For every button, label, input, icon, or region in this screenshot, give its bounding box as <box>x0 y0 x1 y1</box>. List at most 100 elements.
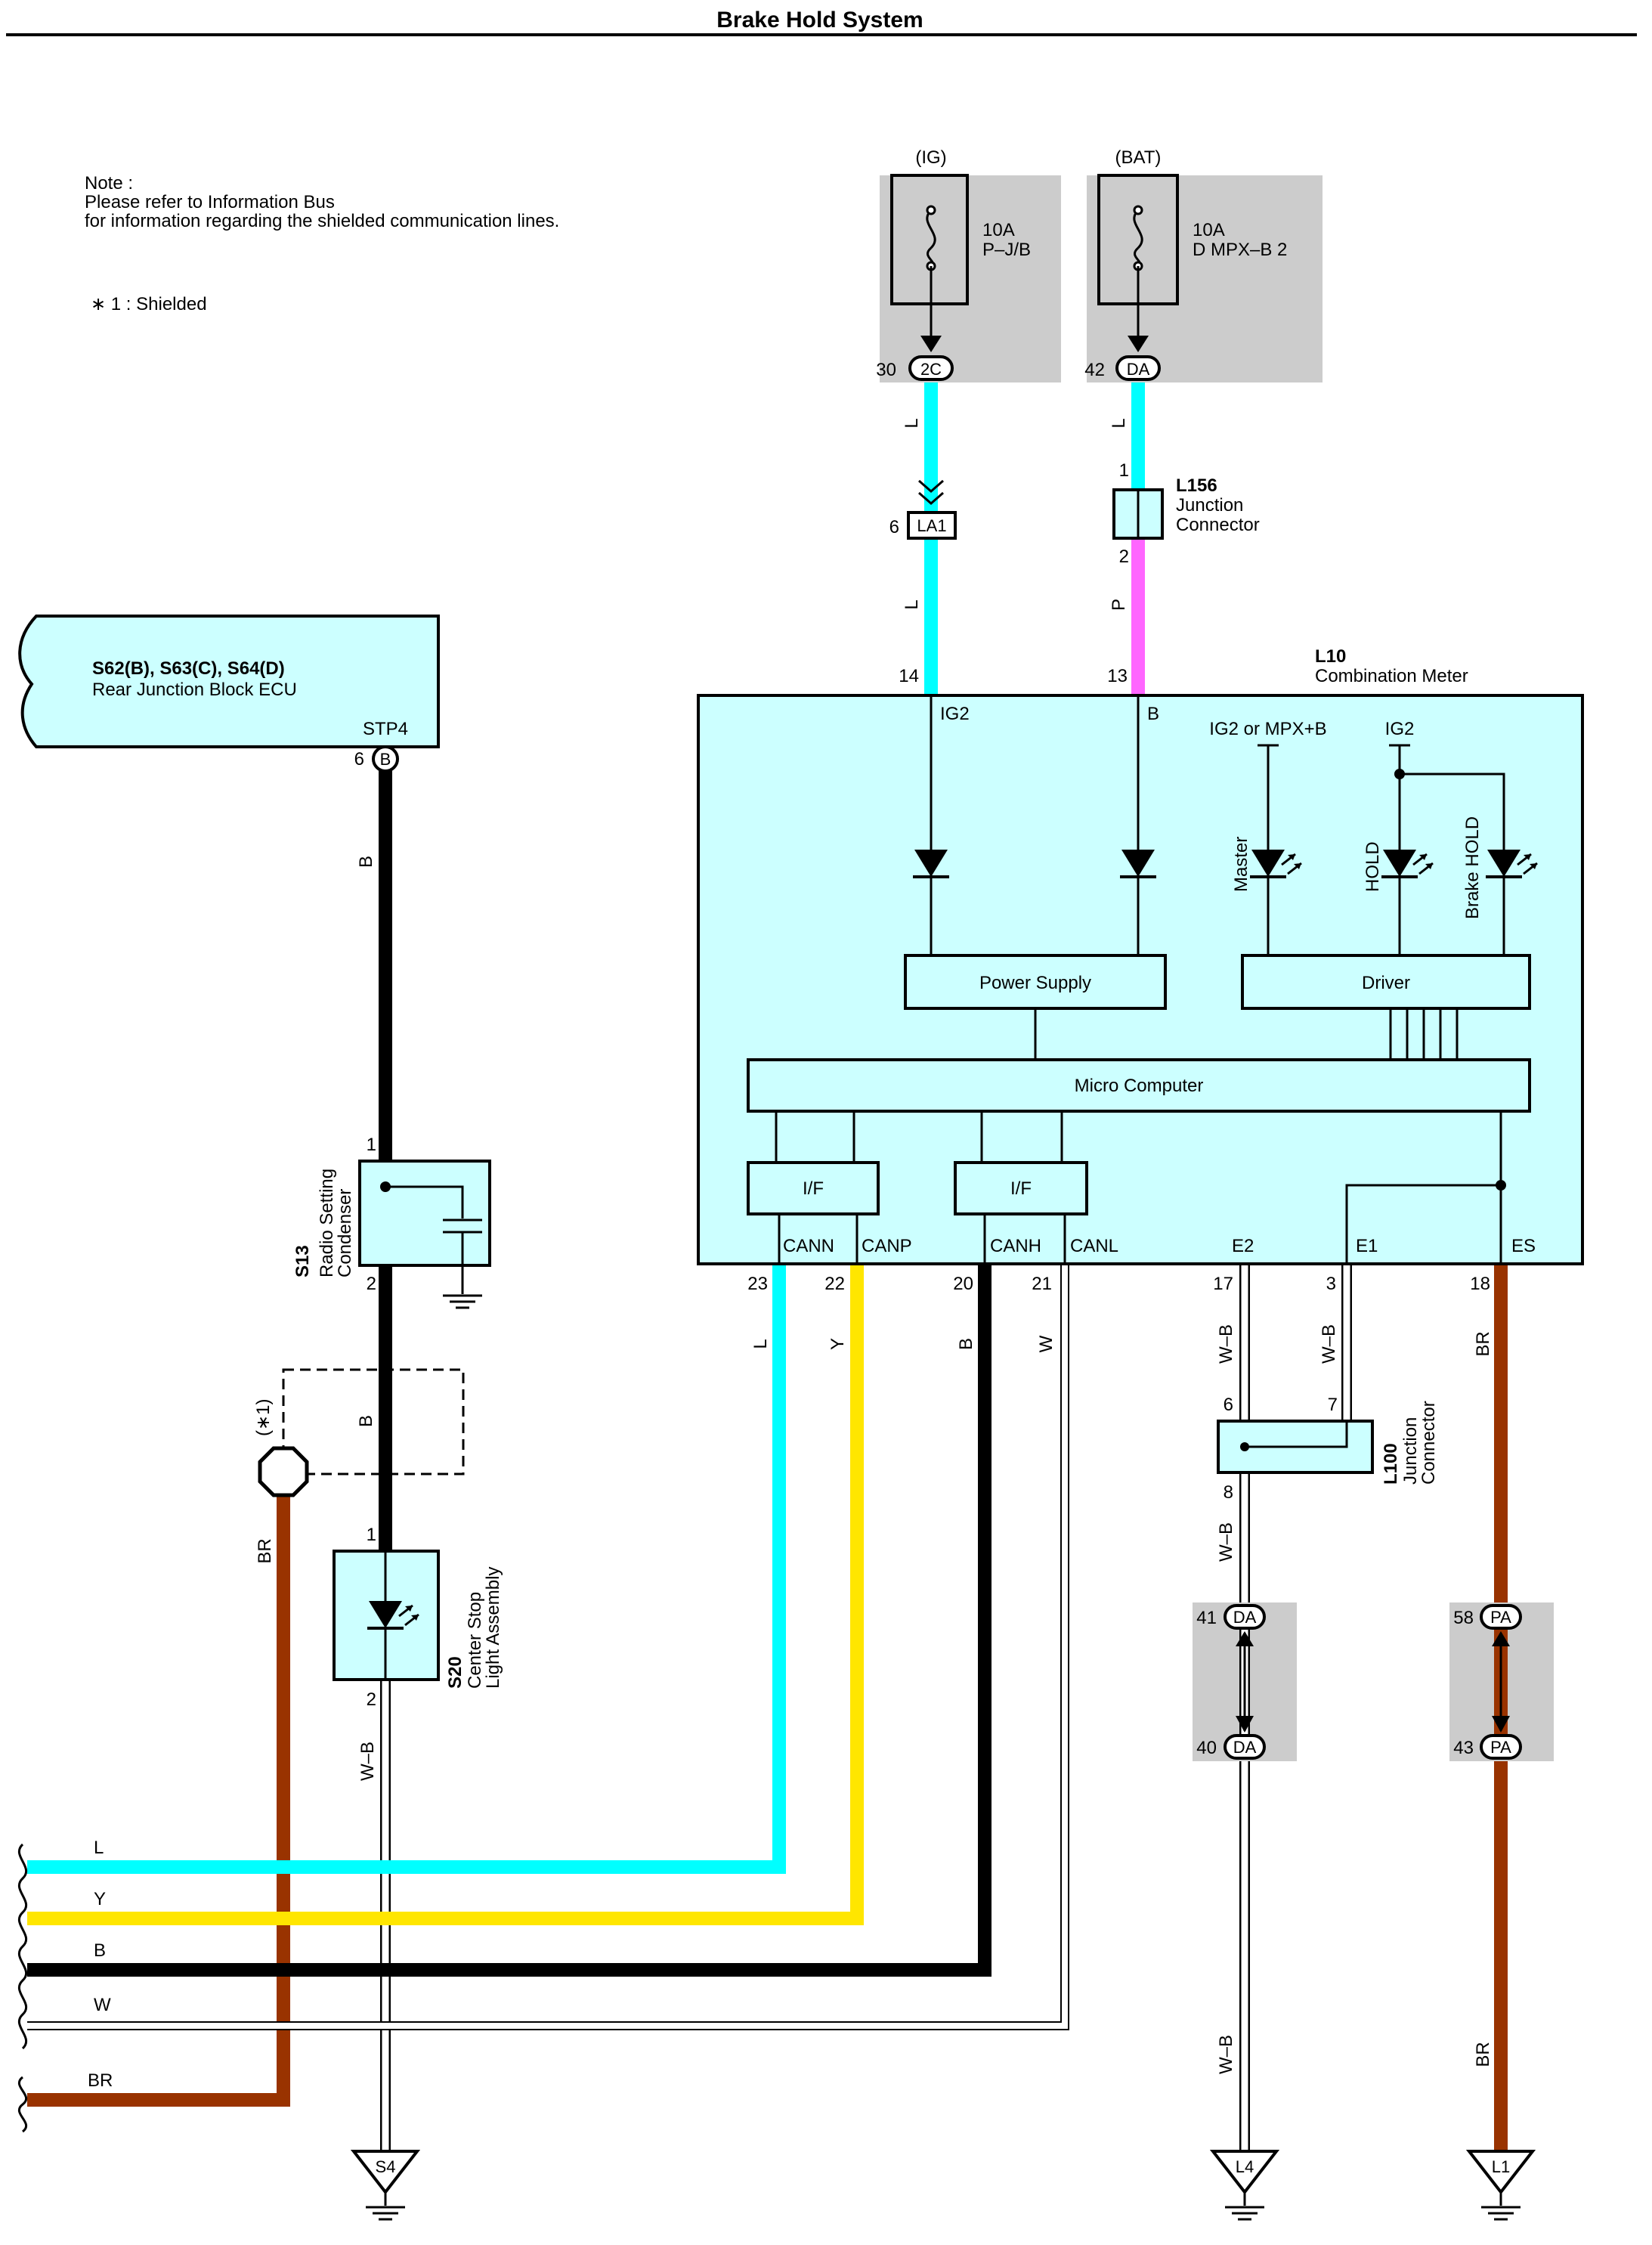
l100-pin-c: 8 <box>1224 1482 1233 1503</box>
meter-pin-b: 13 <box>1107 666 1128 686</box>
ground-l4-icon <box>1209 2150 1280 2195</box>
fuse-bat-panel <box>1087 175 1323 382</box>
s13-pin-top: 1 <box>367 1135 376 1155</box>
meter-led-hold-label: HOLD <box>1363 841 1383 892</box>
note-line-1: Please refer to Information Bus <box>85 192 335 212</box>
bus-label-b: B <box>94 1940 106 1961</box>
fuse-ig-rating: 10A <box>982 220 1015 240</box>
fuse-ig-connector <box>908 355 954 381</box>
junction-connector-l100: 6 7 8 L100 Junction Connector <box>1217 1395 1439 1503</box>
wire-label-cann-l: L <box>750 1339 771 1349</box>
junction-connector-l156: 1 2 L156 Junction Connector <box>1112 460 1260 567</box>
meter-pin-e2: 17 <box>1213 1274 1233 1294</box>
ground-l4: L4 <box>1209 2150 1280 2221</box>
fuse-ig-connector-label: 2C <box>920 360 942 379</box>
s13-line-1: Radio Setting <box>317 1169 337 1277</box>
l100-line-1: Junction <box>1400 1417 1421 1485</box>
fuse-ig-pin: 30 <box>876 360 896 380</box>
s13-ground-icon <box>441 1294 484 1309</box>
ground-l1: L1 <box>1465 2150 1536 2221</box>
da-label-bottom: DA <box>1233 1738 1257 1757</box>
wire-label-l1-br: BR <box>1473 2042 1493 2067</box>
wire-label-ig-l-1: L <box>902 418 922 428</box>
wire-label-shield-br: BR <box>255 1538 275 1563</box>
wire-bus-w <box>27 1262 1068 2029</box>
wire-label-es-br: BR <box>1473 1331 1493 1356</box>
note-heading: Note : <box>85 173 133 194</box>
s20-line-1: Center Stop <box>465 1592 485 1689</box>
ground-l1-label: L1 <box>1492 2157 1510 2176</box>
connector-la1-pin: 6 <box>889 517 899 537</box>
fuse-ig: (IG) 10A P–J/B 30 2C <box>876 147 1061 382</box>
meter-if-2-label: I/F <box>1010 1178 1032 1199</box>
pa-label-bottom: PA <box>1490 1738 1511 1757</box>
fuse-bat-rating: 10A <box>1193 220 1225 240</box>
rear-jb-body <box>18 615 440 748</box>
center-stop-light-s20: 1 2 S20 Center Stop Light Assembly <box>333 1525 503 1710</box>
combination-meter-l10: L10 Combination Meter 14 13 IG2 B IG2 or… <box>697 646 1584 1294</box>
s20-code: S20 <box>445 1656 466 1689</box>
wires <box>27 382 1508 2153</box>
wire-bus-l <box>27 1262 786 1874</box>
meter-supply-a: IG2 or MPX+B <box>1209 719 1326 739</box>
wire-bus-b <box>27 1262 992 1977</box>
wire-label-bat-l: L <box>1109 418 1129 428</box>
rear-jb-name: Rear Junction Block ECU <box>92 680 297 700</box>
ground-s4: S4 <box>350 2150 421 2221</box>
da-connector-top <box>1224 1604 1266 1630</box>
shield-dashed-box <box>282 1368 465 1476</box>
wire-label-e2-wb: W–B <box>1216 1324 1236 1364</box>
rear-jb-connector <box>372 745 399 773</box>
fuse-ig-name: P–J/B <box>982 240 1031 260</box>
meter-if-1-label: I/F <box>803 1178 824 1199</box>
bus-labels: L Y B W BR <box>88 1838 113 2091</box>
connector-pair-da: DA 41 DA 40 <box>1193 1602 1297 1761</box>
wire-bus-w-outline <box>27 1262 1069 2030</box>
meter-name: Combination Meter <box>1315 666 1468 686</box>
fuse-bat-connector <box>1115 355 1161 381</box>
s20-line-2: Light Assembly <box>483 1567 503 1689</box>
l156-code: L156 <box>1176 475 1217 496</box>
connector-la1-body <box>907 511 957 540</box>
shield-label: (∗1) <box>253 1399 274 1436</box>
wire-label-stp-b-2: B <box>356 1415 376 1427</box>
wire-label-stp-b-1: B <box>356 856 376 868</box>
da-label-top: DA <box>1233 1608 1257 1627</box>
meter-micro-computer-label: Micro Computer <box>1075 1076 1204 1096</box>
meter-driver-label: Driver <box>1362 973 1410 993</box>
rear-jb-connector-label: B <box>380 750 391 769</box>
s13-body <box>358 1160 491 1267</box>
note-line-2: for information regarding the shielded c… <box>85 211 559 231</box>
meter-pin-e1: 3 <box>1326 1274 1336 1294</box>
meter-term-e1: E1 <box>1356 1236 1378 1256</box>
s13-line-2: Condenser <box>335 1189 355 1277</box>
bus-label-br: BR <box>88 2070 113 2091</box>
rear-jb-code: S62(B), S63(C), S64(D) <box>92 658 285 679</box>
ground-s4-icon <box>350 2150 421 2195</box>
connector-la1: LA1 6 <box>889 479 957 540</box>
meter-pin-cann: 23 <box>747 1274 768 1294</box>
meter-term-es: ES <box>1511 1236 1536 1256</box>
connector-la1-label: LA1 <box>917 516 946 535</box>
meter-term-ig2: IG2 <box>940 704 970 724</box>
wire-label-ig-l-2: L <box>902 599 922 609</box>
meter-led-brake-hold-label: Brake HOLD <box>1462 816 1483 919</box>
radio-setting-condenser-s13: 1 2 S13 Radio Setting Condenser <box>292 1135 491 1309</box>
ground-l1-icon <box>1465 2150 1536 2195</box>
wire-shield-br <box>27 1495 290 2107</box>
bus-label-y: Y <box>94 1889 106 1909</box>
pa-connector-top <box>1480 1604 1522 1630</box>
l156-line-1: Junction <box>1176 495 1243 516</box>
s13-pin-bottom: 2 <box>367 1274 376 1294</box>
wire-label-canp-y: Y <box>828 1338 848 1350</box>
shield-group: (∗1) <box>253 1368 465 1497</box>
fuse-bat-connector-label: DA <box>1127 360 1150 379</box>
ground-l4-label: L4 <box>1236 2157 1254 2176</box>
wire-label-canl-w: W <box>1036 1335 1056 1352</box>
wire-label-l4-wb: W–B <box>1216 2035 1236 2074</box>
meter-pin-canh: 20 <box>953 1274 973 1294</box>
l156-pin-out: 2 <box>1119 547 1129 567</box>
meter-supply-b: IG2 <box>1385 719 1415 739</box>
wire-label-canh-b: B <box>956 1338 976 1350</box>
meter-term-cann: CANN <box>783 1236 834 1256</box>
